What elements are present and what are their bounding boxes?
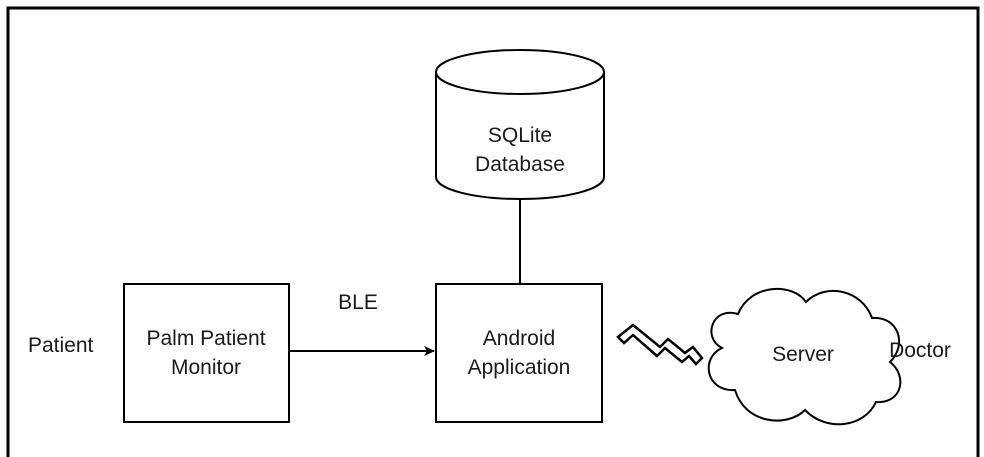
server-label: Server — [772, 343, 834, 366]
ble-label: BLE — [338, 291, 378, 314]
sqlite-database-node: SQLite Database — [435, 49, 605, 200]
app-label-line2: Application — [468, 356, 571, 379]
server-node: Server — [707, 287, 902, 426]
database-cylinder-body — [435, 72, 605, 200]
doctor-label: Doctor — [889, 339, 951, 362]
monitor-label-line2: Monitor — [171, 356, 241, 379]
monitor-box — [123, 283, 290, 423]
diagram-frame — [6, 6, 980, 457]
database-label-line2: Database — [475, 153, 565, 176]
server-cloud-shape — [707, 287, 902, 426]
patient-label: Patient — [28, 334, 94, 357]
database-label-line1: SQLite — [488, 124, 552, 147]
monitor-label-line1: Palm Patient — [146, 327, 265, 350]
database-cylinder-top — [435, 49, 605, 95]
palm-patient-monitor-node: Palm Patient Monitor — [123, 283, 290, 423]
app-box — [435, 283, 603, 423]
app-label-line1: Android — [483, 327, 555, 350]
wireless-link-icon — [616, 323, 704, 366]
android-application-node: Android Application — [435, 283, 603, 423]
